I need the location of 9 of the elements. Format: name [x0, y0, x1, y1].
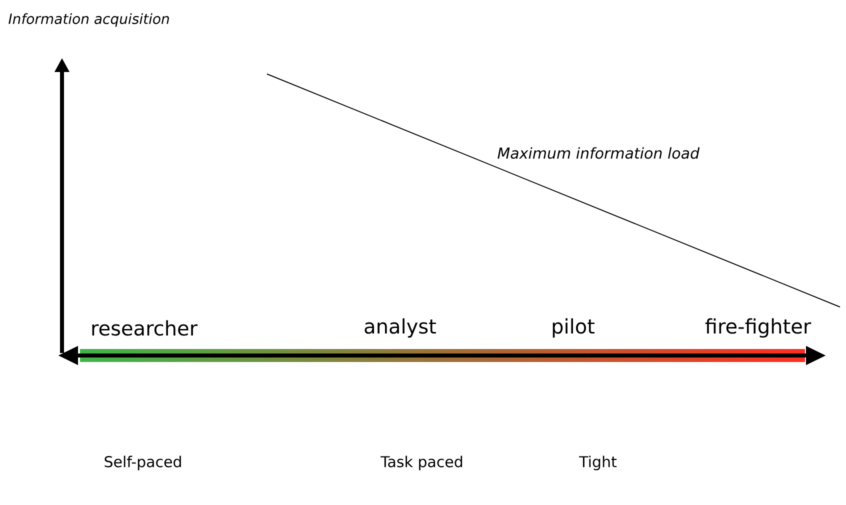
line-label: Maximum information load: [498, 147, 700, 159]
category-label: pilot: [552, 318, 594, 338]
pace-label: Self-paced: [104, 456, 181, 470]
category-label: analyst: [364, 318, 436, 338]
category-label: researcher: [92, 320, 198, 336]
axis-label: Information acquisition: [8, 13, 169, 27]
pace-label: Task paced: [380, 456, 462, 470]
category-label: fire-fighter: [705, 318, 812, 338]
pace-label: Tight: [579, 456, 617, 470]
